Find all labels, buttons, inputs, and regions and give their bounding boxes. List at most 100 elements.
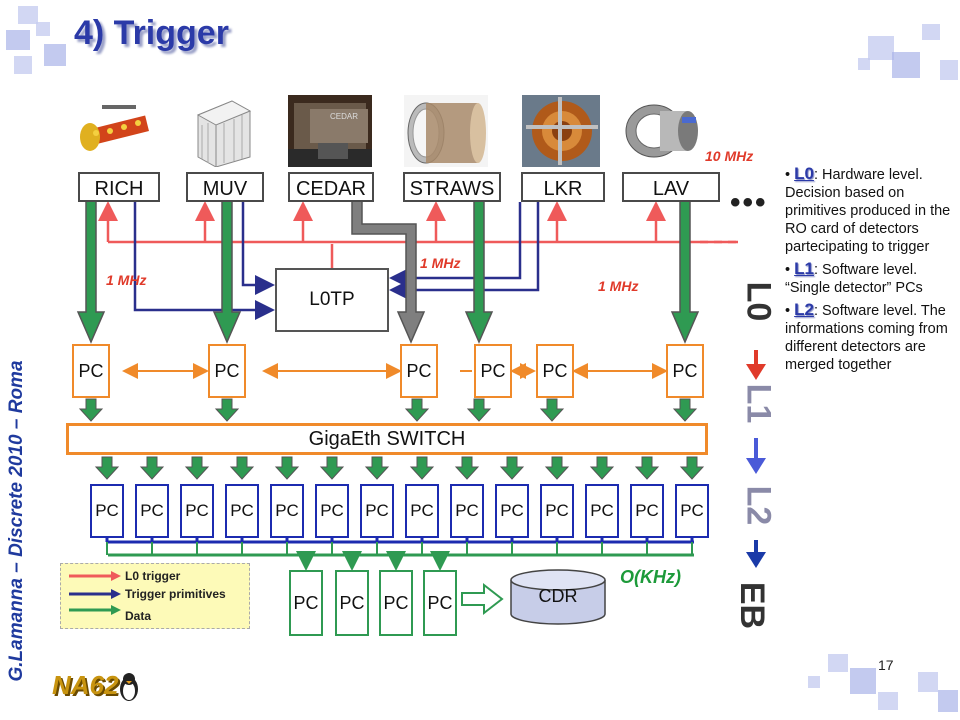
- level-eb: EB: [733, 581, 772, 630]
- bullet-l1-tag: L1: [794, 259, 814, 278]
- l2-pc: PC: [180, 484, 214, 538]
- lkr-detector-image: [522, 95, 600, 167]
- switch-to-l2-arrow: [634, 456, 660, 480]
- l2-pc: PC: [315, 484, 349, 538]
- gigaeth-switch: GigaEth SWITCH: [66, 423, 708, 455]
- l1-pc: PC: [72, 344, 110, 398]
- lav-detector-image: [620, 95, 702, 167]
- decor-square: [922, 24, 940, 40]
- decor-square: [36, 22, 50, 36]
- na62-logo: NA62: [52, 670, 119, 700]
- l2-pc: PC: [90, 484, 124, 538]
- rate-1mhz-right: 1 MHz: [598, 278, 639, 294]
- decor-square: [940, 60, 958, 80]
- bullet-l0-text: : Hardware level. Decision based on prim…: [785, 167, 951, 255]
- decor-square: [938, 690, 958, 712]
- cdr-label: CDR: [538, 586, 578, 606]
- decor-square: [858, 58, 870, 70]
- legend-swatches: [69, 571, 121, 615]
- l2-pc: PC: [675, 484, 709, 538]
- bullet-l2: • L2: Software level. The informations c…: [785, 300, 948, 374]
- rate-10mhz: 10 MHz: [705, 148, 754, 164]
- decor-square: [14, 56, 32, 74]
- l2-pc: PC: [270, 484, 304, 538]
- decor-square: [850, 668, 876, 694]
- svg-text:CEDAR: CEDAR: [330, 112, 358, 121]
- bullet-l2-text: : Software level. The informations comin…: [785, 303, 948, 373]
- decor-square: [878, 692, 898, 710]
- switch-to-l2-arrow: [679, 456, 705, 480]
- switch-to-l2-arrow: [544, 456, 570, 480]
- l1-pc: PC: [208, 344, 246, 398]
- switch-to-l2-arrow: [319, 456, 345, 480]
- legend: L0 trigger Trigger primitives Data: [60, 563, 250, 629]
- switch-to-l2-arrow: [184, 456, 210, 480]
- continuation-dots: •••: [730, 186, 768, 219]
- eb-pc: PC: [289, 570, 323, 636]
- page-number: 17: [878, 657, 894, 673]
- l2-pc: PC: [630, 484, 664, 538]
- level-l0: L0: [739, 281, 778, 322]
- level-l2: L2: [739, 485, 778, 526]
- cdr-cylinder-icon: [510, 569, 606, 625]
- eb-pc: PC: [423, 570, 457, 636]
- decor-square: [918, 672, 938, 692]
- switch-to-l2-arrow: [454, 456, 480, 480]
- eb-pc: PC: [335, 570, 369, 636]
- level-descriptions: • L0: Hardware level. Decision based on …: [785, 165, 957, 378]
- switch-to-l2-arrow: [364, 456, 390, 480]
- bullet-l1: • L1: Software level. “Single detector” …: [785, 259, 923, 297]
- level-l1: L1: [739, 383, 778, 424]
- bullet-l0-tag: L0: [794, 164, 814, 183]
- detector-lkr: LKR: [521, 172, 605, 202]
- l2-pc: PC: [360, 484, 394, 538]
- switch-to-l2-arrow: [499, 456, 525, 480]
- l2-pc: PC: [495, 484, 529, 538]
- legend-data: Data: [125, 609, 152, 623]
- detector-muv: MUV: [186, 172, 264, 202]
- l2-pc: PC: [135, 484, 169, 538]
- l0tp-box: L0TP: [275, 268, 389, 332]
- muv-detector-image: [190, 95, 256, 167]
- decor-square: [828, 654, 848, 672]
- decor-square: [868, 36, 894, 60]
- l2-pc: PC: [225, 484, 259, 538]
- l2-pc: PC: [450, 484, 484, 538]
- switch-to-l2-arrow: [229, 456, 255, 480]
- detector-straws: STRAWS: [403, 172, 501, 202]
- l1-pc: PC: [666, 344, 704, 398]
- decor-square: [6, 30, 30, 50]
- rich-detector-image: [76, 95, 156, 167]
- decor-square: [808, 676, 820, 688]
- switch-to-l2-arrow: [139, 456, 165, 480]
- l1-pc: PC: [400, 344, 438, 398]
- l2-pc: PC: [585, 484, 619, 538]
- penguin-icon: [120, 673, 138, 701]
- detector-lav: LAV: [622, 172, 720, 202]
- rate-1mhz-left: 1 MHz: [106, 272, 147, 288]
- switch-to-l2-arrow: [274, 456, 300, 480]
- page-title: 4) Trigger: [74, 14, 229, 52]
- decor-square: [18, 6, 38, 24]
- detector-cedar: CEDAR: [288, 172, 374, 202]
- decor-square: [892, 52, 920, 78]
- bullet-l1-text: : Software level. “Single detector” PCs: [785, 262, 923, 296]
- rate-1mhz-mid: 1 MHz: [420, 255, 461, 271]
- l1-pc: PC: [536, 344, 574, 398]
- l2-pc: PC: [540, 484, 574, 538]
- bullet-l0: • L0: Hardware level. Decision based on …: [785, 164, 951, 256]
- rate-okhz: O(KHz): [620, 567, 681, 587]
- l2-pc: PC: [405, 484, 439, 538]
- cdr-storage: CDR: [509, 568, 607, 626]
- detector-rich: RICH: [78, 172, 160, 202]
- l1-pc: PC: [474, 344, 512, 398]
- legend-l0-trigger: L0 trigger: [125, 569, 181, 583]
- legend-trigger-primitives: Trigger primitives: [125, 587, 226, 601]
- cedar-detector-image: CEDAR: [288, 95, 372, 167]
- eb-pc: PC: [379, 570, 413, 636]
- bullet-l2-tag: L2: [794, 300, 814, 319]
- decor-square: [44, 44, 66, 66]
- switch-to-l2-arrow: [94, 456, 120, 480]
- switch-to-l2-arrow: [409, 456, 435, 480]
